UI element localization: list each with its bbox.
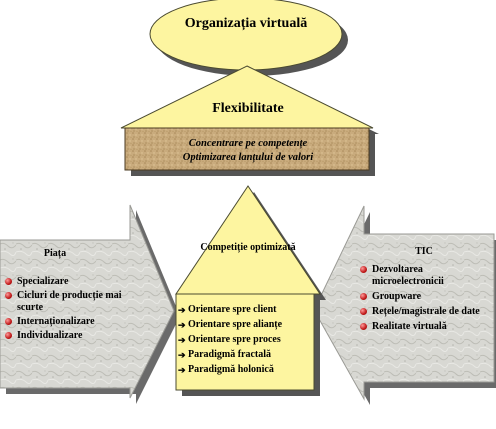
flex-triangle [120,65,374,129]
right-arrow [313,205,495,401]
list-item: Rețele/magistrale de date [360,306,484,318]
arrow-bullet-icon: ➔ [178,350,186,360]
mid-box [175,293,315,391]
top-oval-label: Organizația virtuală [184,16,308,31]
red-dot-icon [360,323,367,330]
left-arrow-title: Piața [43,248,67,259]
left-list: Specializare Cicluri de producție mai sc… [5,276,147,344]
red-dot-icon [360,266,367,273]
list-item: ➔Paradigmă holonică [178,364,274,375]
list-item: Specializare [5,276,147,288]
red-dot-icon [5,332,12,339]
band-line-2: Optimizarea lanțului de valori [182,152,314,163]
competition-label: Competiție optimizată [200,242,296,253]
list-item: ➔Orientare spre client [178,304,277,315]
list-item: Cicluri de producție mai scurte [5,290,147,314]
band-line-1: Concentrare pe competențe [188,138,308,149]
list-item: Realitate virtuală [360,321,484,333]
list-item: Internaționalizare [5,316,147,328]
center-triangle [175,185,321,295]
list-item: Groupware [360,291,484,303]
top-oval [149,0,343,71]
right-list: Dezvoltarea microelectronicii Groupware … [360,264,484,336]
red-dot-icon [360,293,367,300]
arrow-bullet-icon: ➔ [178,320,186,330]
list-item: ➔Paradigmă fractală [178,349,272,360]
list-item: ➔Orientare spre proces [178,334,281,345]
textured-band [124,127,370,171]
left-arrow [0,204,175,399]
arrow-bullet-icon: ➔ [178,365,186,375]
arrow-bullet-icon: ➔ [178,335,186,345]
flexibility-label: Flexibilitate [212,101,284,116]
red-dot-icon [5,292,12,299]
list-item: Individualizare [5,330,147,342]
mid-list: ➔Orientare spre client ➔Orientare spre a… [178,304,312,379]
right-arrow-title: TIC [415,246,433,257]
red-dot-icon [5,278,12,285]
list-item: ➔Orientare spre alianțe [178,319,283,330]
list-item: Dezvoltarea microelectronicii [360,264,484,288]
arrow-bullet-icon: ➔ [178,305,186,315]
red-dot-icon [5,318,12,325]
red-dot-icon [360,308,367,315]
band-text: Concentrare pe competențe Optimizarea la… [130,137,366,165]
